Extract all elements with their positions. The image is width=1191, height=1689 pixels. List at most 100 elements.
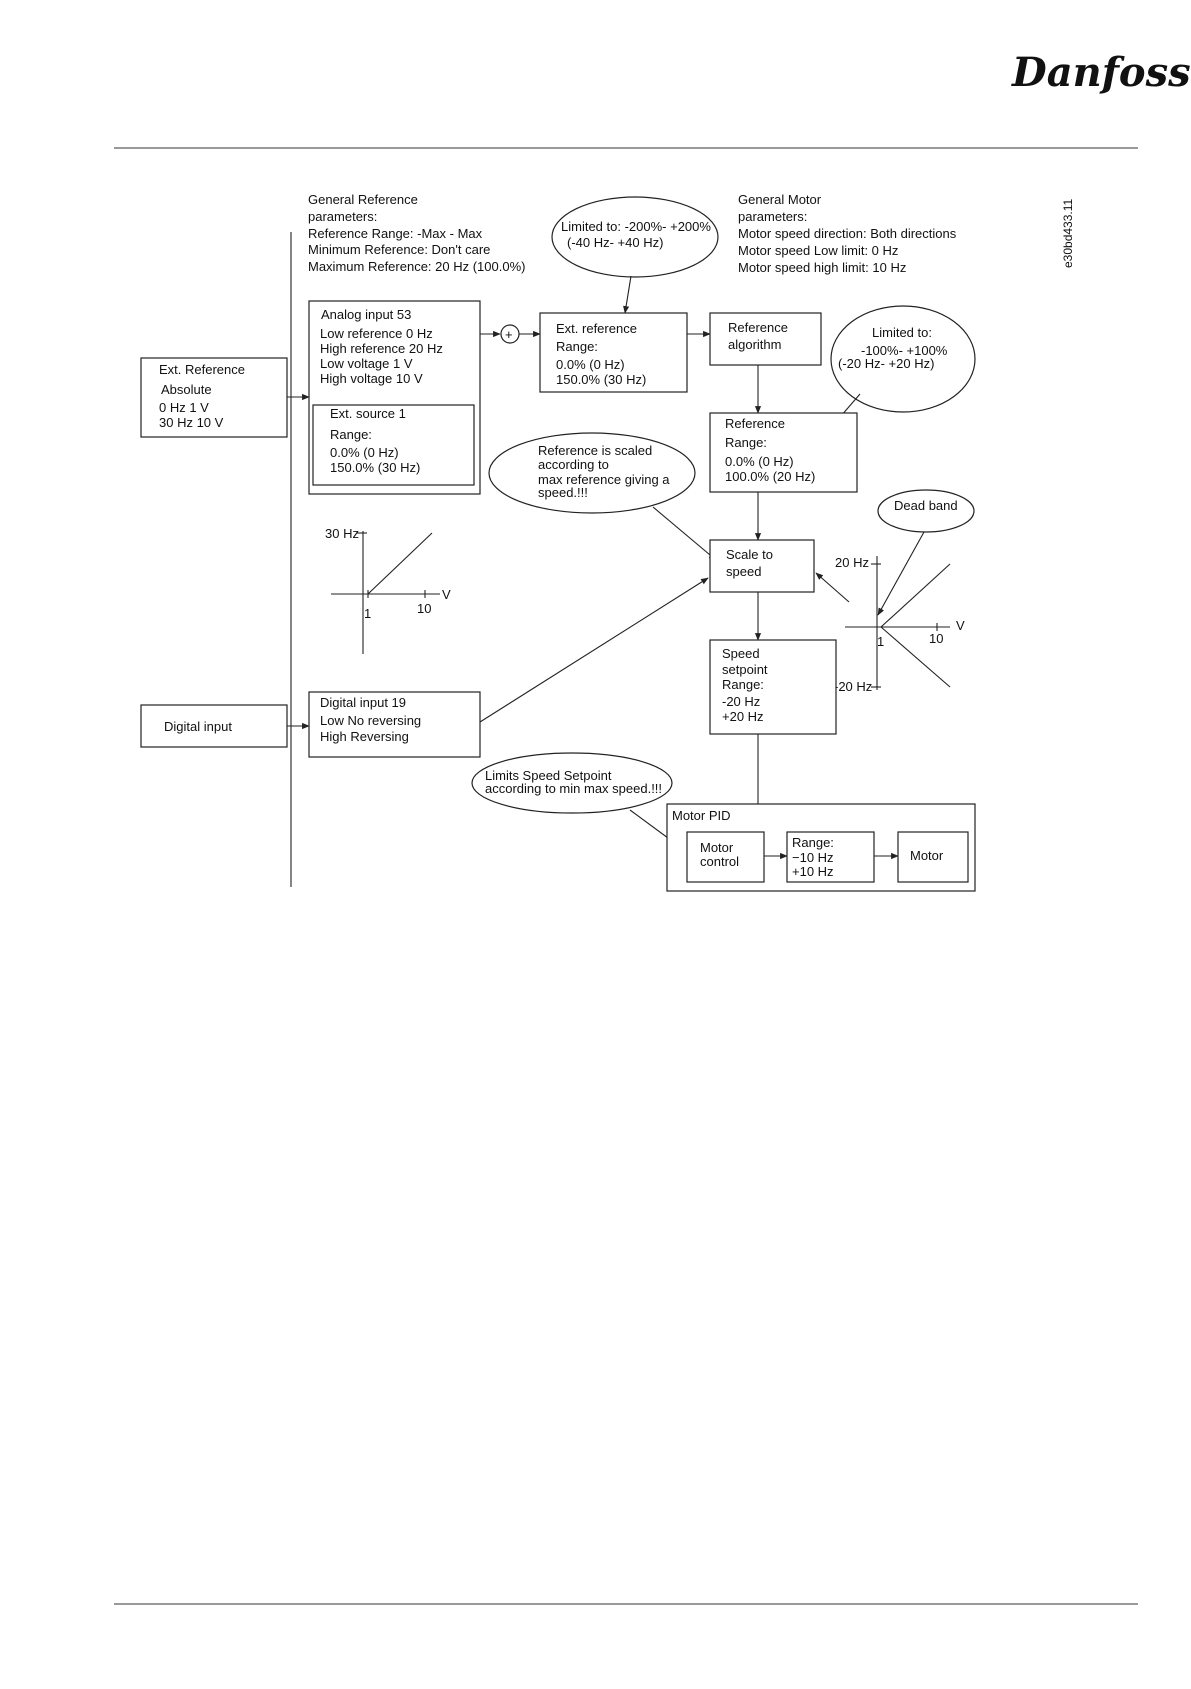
svg-text:150.0% (30 Hz): 150.0% (30 Hz) [556,372,646,387]
svg-text:V: V [442,587,451,602]
svg-text:Scale to: Scale to [726,547,773,562]
speed-scaling-graph: 20 Hz -20 Hz V 1 10 [834,555,965,694]
svg-text:10: 10 [929,631,943,646]
sum-symbol: + [505,327,513,342]
svg-text:Dead band: Dead band [894,498,958,513]
scale-to-speed-box: Scale to speed [709,539,815,593]
svg-text:Low No reversing: Low No reversing [320,713,421,728]
svg-text:Ext. source 1: Ext. source 1 [330,406,406,421]
arrow-graph-to-scale [815,572,850,603]
svg-text:Maximum Reference: 20 Hz (100.: Maximum Reference: 20 Hz (100.0%) [308,259,525,274]
svg-text:max reference giving a: max reference giving a [538,472,670,487]
svg-text:control: control [700,854,739,869]
svg-text:Motor speed Low limit: 0 Hz: Motor speed Low limit: 0 Hz [738,243,898,258]
svg-text:V: V [956,618,965,633]
ext-reference-range-box: Ext. reference Range: 0.0% (0 Hz) 150.0%… [539,312,688,393]
svg-text:100.0% (20 Hz): 100.0% (20 Hz) [725,469,815,484]
svg-text:1: 1 [877,634,884,649]
motor-control-box: Motor control [686,831,765,883]
svg-text:Analog input 53: Analog input 53 [321,307,411,322]
svg-text:+10 Hz: +10 Hz [792,864,834,879]
svg-text:Range:: Range: [792,835,834,850]
svg-text:-100%- +100%: -100%- +100% [861,343,948,358]
svg-text:20 Hz: 20 Hz [835,555,869,570]
analog-scaling-graph: 30 Hz V 1 10 [325,526,451,654]
svg-text:Range:: Range: [722,677,764,692]
general-reference-params: General Reference parameters: Reference … [308,192,525,274]
svg-text:(-40 Hz- +40 Hz): (-40 Hz- +40 Hz) [567,235,663,250]
svg-text:−10 Hz: −10 Hz [792,850,834,865]
svg-text:Digital input: Digital input [164,719,232,734]
pid-range-box: Range: −10 Hz +10 Hz [786,831,875,883]
svg-text:Digital input 19: Digital input 19 [320,695,406,710]
arrow-dead-band [877,531,925,616]
svg-text:Reference is scaled: Reference is scaled [538,443,652,458]
svg-text:0.0% (0 Hz): 0.0% (0 Hz) [725,454,794,469]
svg-text:High Reversing: High Reversing [320,729,409,744]
svg-text:Motor PID: Motor PID [672,808,731,823]
svg-text:Range:: Range: [725,435,767,450]
speed-setpoint-box: Speed setpoint Range: -20 Hz +20 Hz [709,639,837,735]
reference-range-box: Reference Range: 0.0% (0 Hz) 100.0% (20 … [709,412,858,493]
svg-text:Motor: Motor [700,840,734,855]
svg-text:Ext. Reference: Ext. Reference [159,362,245,377]
svg-text:according to: according to [538,457,609,472]
svg-text:General Motor: General Motor [738,192,822,207]
svg-text:parameters:: parameters: [738,209,807,224]
svg-text:Absolute: Absolute [161,382,212,397]
svg-text:1: 1 [364,606,371,621]
svg-text:Low reference 0 Hz: Low reference 0 Hz [320,326,433,341]
svg-text:High reference 20 Hz: High reference 20 Hz [320,341,443,356]
svg-text:algorithm: algorithm [728,337,781,352]
svg-text:Motor speed high limit: 10 Hz: Motor speed high limit: 10 Hz [738,260,906,275]
ext-source-1-box: Ext. source 1 Range: 0.0% (0 Hz) 150.0% … [312,404,475,486]
general-motor-params: General Motor parameters: Motor speed di… [738,192,957,275]
ext-reference-absolute-box: Ext. Reference Absolute 0 Hz 1 V 30 Hz 1… [140,357,288,438]
svg-text:Range:: Range: [330,427,372,442]
svg-text:according to min max speed.!!!: according to min max speed.!!! [485,781,662,796]
limited-100-note: Limited to: -100%- +100% (-20 Hz- +20 Hz… [830,305,976,413]
limited-200-note: Limited to: -200%- +200% (-40 Hz- +40 Hz… [551,196,719,278]
svg-text:High voltage 10 V: High voltage 10 V [320,371,423,386]
dead-band-note: Dead band [877,489,975,533]
svg-text:parameters:: parameters: [308,209,377,224]
svg-text:0.0% (0 Hz): 0.0% (0 Hz) [556,357,625,372]
svg-text:10: 10 [417,601,431,616]
arrow-di19-to-scale [479,577,709,723]
svg-text:0.0% (0 Hz): 0.0% (0 Hz) [330,445,399,460]
figure-code: e30bd433.11 [1061,198,1075,268]
danfoss-logo: Danfoss [1011,49,1191,96]
svg-text:Limited to: -200%- +200%: Limited to: -200%- +200% [561,219,711,234]
svg-text:setpoint: setpoint [722,662,768,677]
limits-speed-note: Limits Speed Setpoint according to min m… [471,752,673,814]
svg-text:Reference Range: -Max - Max: Reference Range: -Max - Max [308,226,483,241]
arrow-scaled-note [652,506,717,561]
svg-text:30 Hz: 30 Hz [325,526,359,541]
svg-text:Motor speed direction: Both di: Motor speed direction: Both directions [738,226,957,241]
svg-text:speed.!!!: speed.!!! [538,485,588,500]
svg-text:(-20 Hz- +20 Hz): (-20 Hz- +20 Hz) [838,356,934,371]
svg-text:0 Hz 1 V: 0 Hz 1 V [159,400,209,415]
svg-text:Motor: Motor [910,848,944,863]
svg-text:speed: speed [726,564,761,579]
svg-text:-20 Hz: -20 Hz [834,679,872,694]
digital-input-19-box: Digital input 19 Low No reversing High R… [308,691,481,758]
svg-text:Minimum Reference: Don't care: Minimum Reference: Don't care [308,242,490,257]
svg-text:Reference: Reference [728,320,788,335]
svg-text:150.0% (30 Hz): 150.0% (30 Hz) [330,460,420,475]
svg-text:-20 Hz: -20 Hz [722,694,760,709]
svg-text:Speed: Speed [722,646,760,661]
svg-text:General Reference: General Reference [308,192,418,207]
svg-text:Ext. reference: Ext. reference [556,321,637,336]
svg-text:Limits Speed Setpoint: Limits Speed Setpoint [485,768,612,783]
svg-text:Reference: Reference [725,416,785,431]
svg-text:Low voltage 1 V: Low voltage 1 V [320,356,413,371]
svg-text:30 Hz 10 V: 30 Hz 10 V [159,415,224,430]
svg-text:Range:: Range: [556,339,598,354]
arrow-limit-200 [623,275,632,314]
reference-scaled-note: Reference is scaled according to max ref… [488,432,696,514]
digital-input-box: Digital input [140,704,288,748]
svg-text:Limited to:: Limited to: [872,325,932,340]
